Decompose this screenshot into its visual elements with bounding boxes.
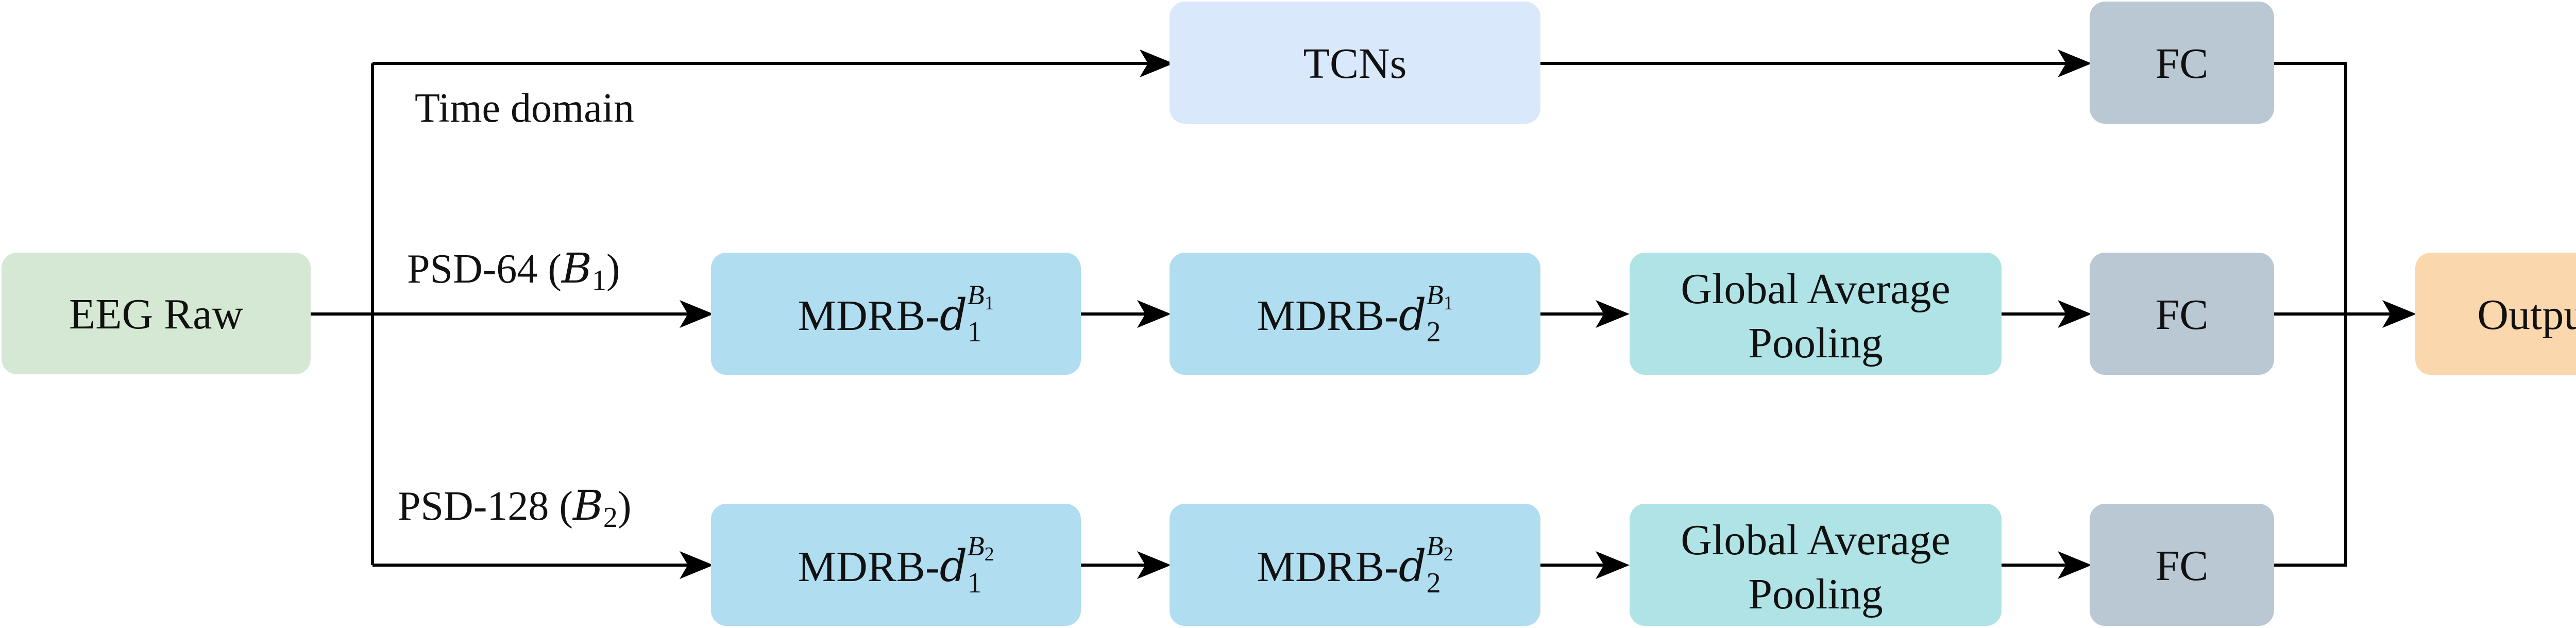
- arrow-fc-b2: [2058, 551, 2092, 579]
- node-fc-b2-label: FC: [2156, 542, 2209, 590]
- node-pool-b1: Global Average Pooling: [1630, 253, 2002, 375]
- node-mdrb-b1-1-label: MDRB-d1B1: [798, 279, 994, 348]
- arrow-tcns: [1140, 49, 1174, 77]
- connections: [311, 61, 2411, 567]
- arrow-mdrb-b2-1: [680, 551, 714, 579]
- arrow-mdrb-b2-2: [1137, 551, 1171, 579]
- node-eeg-raw-label: EEG Raw: [69, 290, 244, 338]
- arrow-fc-b1: [2058, 300, 2092, 328]
- arrowheads: [680, 49, 2416, 579]
- arrow-fc-time: [2058, 49, 2092, 77]
- arrow-pool-b1: [1596, 300, 1630, 328]
- node-mdrb-b1-1: MDRB-d1B1: [711, 253, 1081, 375]
- node-mdrb-b2-1: MDRB-d1B2: [711, 504, 1081, 626]
- node-mdrb-b1-2: MDRB-d2B1: [1170, 253, 1540, 375]
- node-fc-time-label: FC: [2156, 40, 2209, 88]
- node-fc-b1-label: FC: [2156, 291, 2209, 339]
- label-time-domain: Time domain: [415, 86, 634, 131]
- node-pool-b1-line2: Pooling: [1748, 319, 1883, 367]
- node-output-label: Output: [2477, 291, 2576, 339]
- node-mdrb-b2-2-label: MDRB-d2B2: [1257, 531, 1453, 599]
- node-pool-b2: Global Average Pooling: [1630, 504, 2002, 626]
- node-mdrb-b1-2-label: MDRB-d2B1: [1257, 279, 1453, 348]
- node-fc-b1: FC: [2090, 253, 2274, 375]
- node-tcns: TCNs: [1170, 2, 1540, 124]
- node-fc-time: FC: [2090, 2, 2274, 124]
- node-pool-b2-line2: Pooling: [1748, 570, 1883, 618]
- node-eeg-raw: EEG Raw: [2, 253, 311, 374]
- node-output: Output: [2415, 253, 2576, 375]
- node-pool-b2-line1: Global Average: [1681, 516, 1950, 564]
- arrow-mdrb-b1-2: [1137, 300, 1171, 328]
- node-mdrb-b2-1-label: MDRB-d1B2: [798, 531, 994, 599]
- arrow-output: [2382, 300, 2416, 328]
- arrow-mdrb-b1-1: [680, 300, 714, 328]
- node-fc-b2: FC: [2090, 504, 2274, 626]
- node-pool-b1-line1: Global Average: [1681, 265, 1950, 313]
- label-psd-64: PSD-64 (B1): [407, 244, 620, 296]
- node-tcns-label: TCNs: [1303, 40, 1407, 88]
- label-psd-128: PSD-128 (B2): [398, 482, 631, 534]
- node-mdrb-b2-2: MDRB-d2B2: [1170, 504, 1540, 626]
- arrow-pool-b2: [1596, 551, 1630, 579]
